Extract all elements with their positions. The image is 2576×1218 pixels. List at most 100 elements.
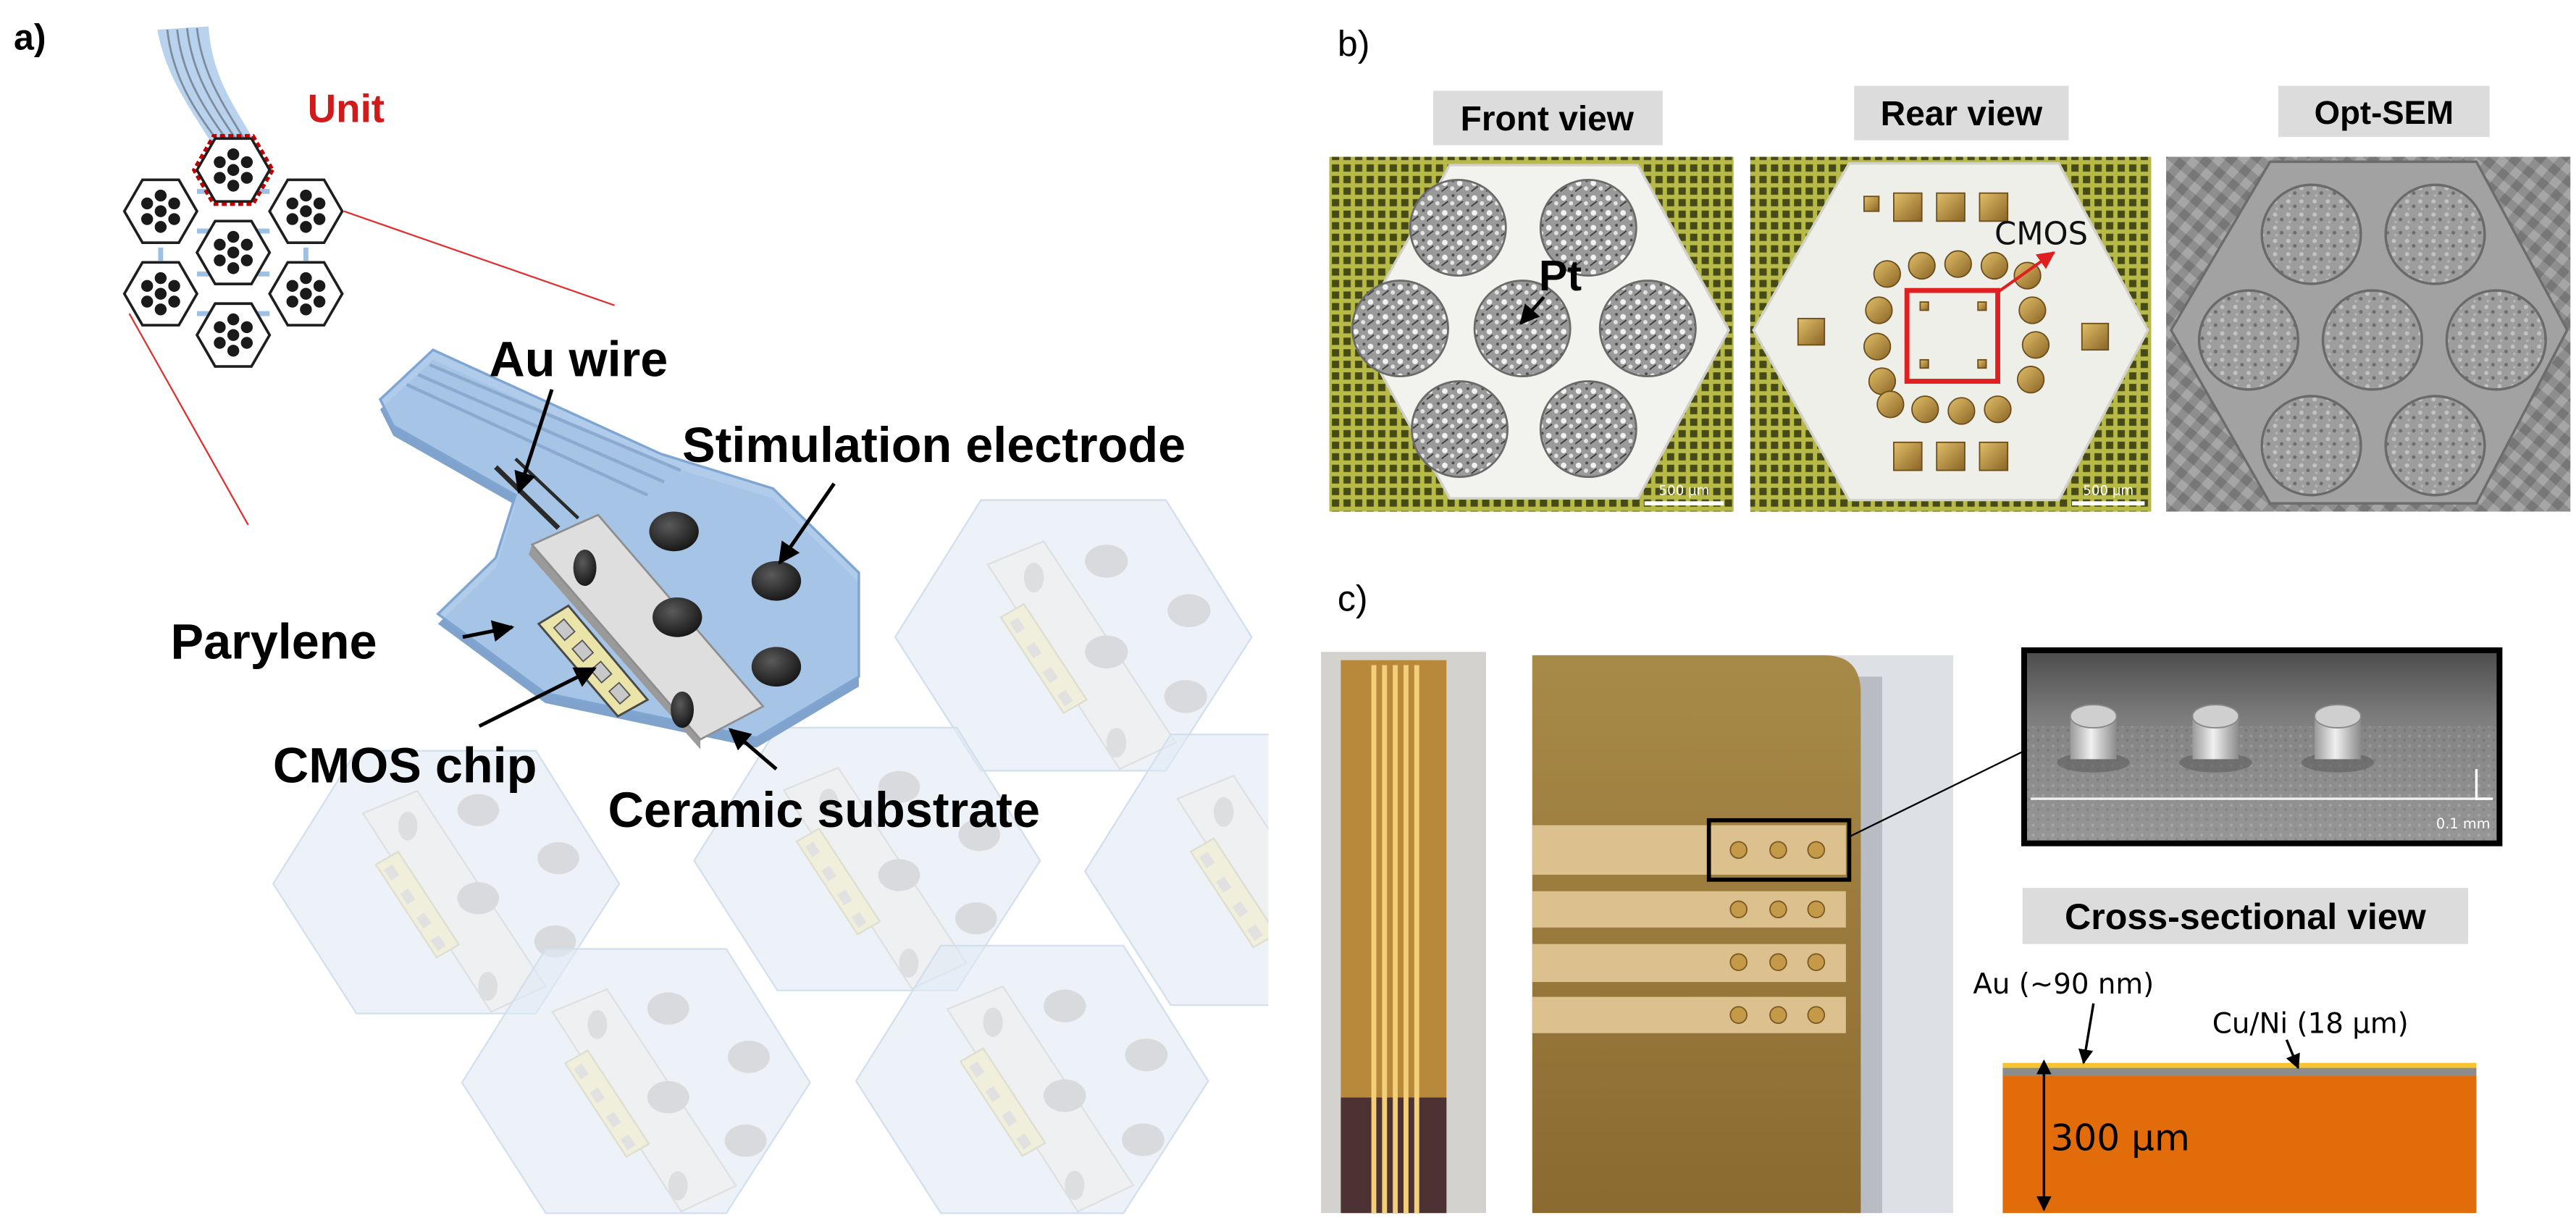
gold-pad (1797, 317, 1826, 346)
bump (1729, 841, 1748, 860)
rear-view-label: Rear view (1881, 95, 2043, 133)
bump (1769, 953, 1787, 972)
pt-electrode (1409, 179, 1507, 277)
sem-electrode (2197, 289, 2300, 391)
cmos-pad (608, 681, 632, 705)
gold-pad (1893, 441, 1923, 471)
gold-pad (1893, 192, 1923, 222)
ceramic-substrate-side (529, 545, 701, 749)
opt-sem-label: Opt-SEM (2315, 94, 2454, 131)
ceramic-substrate-label: Ceramic substrate (608, 783, 1040, 838)
unit-highlight-outline (191, 134, 275, 206)
thickness-label: 300 μm (2050, 1117, 2189, 1159)
bump (1807, 953, 1826, 972)
rear-view-photo: CMOS 500 μm (1750, 156, 2152, 512)
cable-wire (176, 29, 230, 143)
gold-pad (1936, 441, 1965, 471)
cable-wire (196, 28, 246, 141)
pillar-top (2314, 704, 2362, 729)
au-layer-arrow (2078, 1003, 2095, 1064)
cmos-arrow (1997, 251, 2056, 294)
inset-scale-label: 0.1 mm (2436, 815, 2491, 832)
ceramic-board (1532, 655, 1861, 1214)
stimulation-electrode-label: Stimulation electrode (682, 418, 1186, 473)
pt-label: Pt (1539, 251, 1582, 300)
gold-bump (2021, 331, 2050, 359)
cmos-pad (553, 618, 576, 642)
trace-bar (1532, 944, 1846, 983)
electrode-dome (649, 511, 699, 552)
hex-unit (268, 178, 344, 244)
bump (1729, 953, 1748, 972)
sem-electrode (2321, 289, 2423, 391)
sem-electrodes (2197, 183, 2547, 497)
scale-label-rear: 500 μm (2083, 484, 2134, 499)
zoom-line (128, 313, 249, 526)
cross-section-title: Cross-sectional view (2065, 896, 2427, 937)
cross-section: Cross-sectional view Au (~90 nm) Cu/Ni (… (1973, 888, 2477, 1214)
bump (1769, 1006, 1787, 1024)
substrate-layer (2002, 1075, 2477, 1214)
gold-pad (1863, 196, 1880, 212)
cmos-chip-label: CMOS chip (273, 738, 537, 793)
cable-tail (157, 26, 253, 144)
gold-bump (1984, 395, 2012, 424)
wire-groove (494, 465, 561, 530)
gold-pad (2081, 322, 2110, 351)
scale-label-front: 500 μm (1659, 484, 1710, 499)
electrode-arrow (778, 482, 836, 565)
pt-electrode (1539, 380, 1637, 479)
device-hexagon (1752, 161, 2149, 502)
gold-pad-small (1977, 301, 1987, 311)
board-photo (1532, 655, 1953, 1214)
bump (1729, 900, 1748, 919)
gold-bump (1868, 367, 1897, 395)
au-wire-label: Au wire (489, 332, 668, 387)
pillar-top (2191, 704, 2240, 729)
sem-pillar (2179, 704, 2252, 773)
gold-pad (1979, 441, 2009, 471)
gold-bump (1873, 260, 1901, 288)
unit-label: Unit (308, 86, 385, 131)
pt-electrode (1539, 179, 1637, 277)
stimulation-electrodes (573, 511, 802, 728)
panel-a: a) (14, 17, 1269, 1214)
zoom-box (1706, 818, 1852, 882)
gold-pad-small (1977, 358, 1987, 369)
panel-c: c) (1321, 578, 2503, 1214)
gold-bump (1911, 395, 1939, 424)
rear-view-label-box (1854, 85, 2069, 140)
trace-bar (1532, 891, 1846, 928)
gold-pad-small (1919, 358, 1929, 369)
electrode-half-dome (573, 549, 597, 587)
panel-b-label: b) (1338, 23, 1370, 64)
gold-pad (1936, 192, 1965, 222)
au-wire-line (429, 363, 681, 472)
gold-bump (2016, 366, 2045, 394)
sem-pillar (2301, 704, 2375, 773)
electrode-half-dome (671, 691, 695, 728)
board-traces (1532, 825, 1846, 1033)
pt-electrode (1411, 380, 1509, 479)
panel-a-label: a) (14, 17, 46, 57)
electrode-dome (751, 647, 802, 687)
gold-pad-small (1919, 301, 1929, 311)
gold-bump (1865, 296, 1893, 324)
gold-pad (1979, 192, 2009, 222)
pt-electrodes (1351, 179, 1697, 479)
bump (1769, 900, 1787, 919)
electrode-bumps (1729, 841, 1826, 1024)
zoom-line (343, 210, 615, 306)
electrode-dome (653, 597, 702, 637)
panel-c-label: c) (1338, 578, 1368, 618)
gold-bump (1980, 251, 2009, 280)
au-layer (2002, 1062, 2477, 1068)
trace-bar (1532, 825, 1846, 875)
opt-sem-label-box (2278, 85, 2490, 138)
au-wire-arrow (514, 389, 554, 495)
au-wire-line (406, 382, 649, 497)
gold-bump (2013, 261, 2042, 290)
hex-unit (122, 178, 198, 244)
sem-pillar (2057, 704, 2130, 773)
cuni-layer-arrow (2285, 1039, 2300, 1070)
